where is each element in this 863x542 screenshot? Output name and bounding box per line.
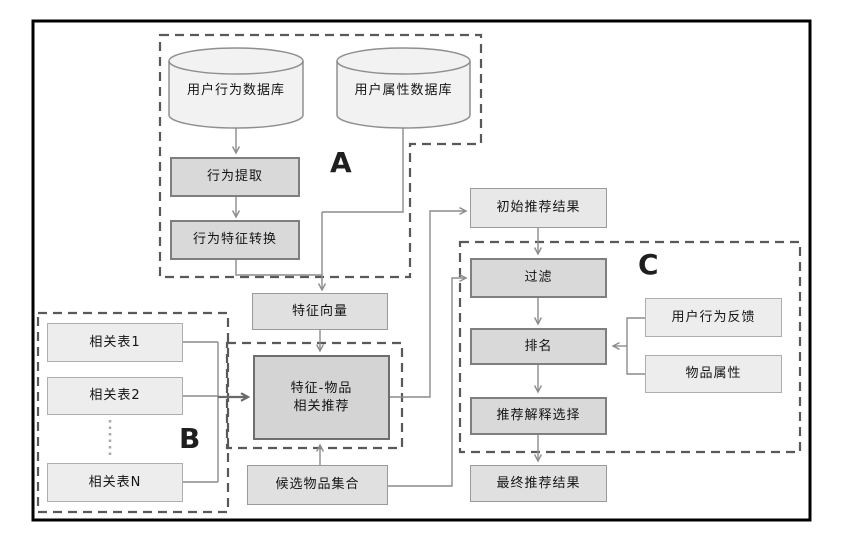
group-b-outline (36, 311, 230, 514)
node-feature-item-recommend: 特征-物品 相关推荐 (253, 355, 390, 440)
connectors (183, 128, 645, 487)
node-user-attr-db: 用户属性数据库 (354, 82, 453, 98)
group-c-outline (458, 240, 802, 454)
outer-frame (31, 19, 812, 522)
core-group-outline (225, 341, 404, 450)
node-behavior-extract: 行为提取 (170, 157, 300, 197)
node-feature-item-recommend-line1: 特征-物品 (290, 380, 353, 396)
node-behavior-feature-convert: 行为特征转换 (170, 220, 300, 260)
node-rel-table-2: 相关表2 (47, 377, 183, 415)
node-explain-select: 推荐解释选择 (470, 397, 607, 435)
group-a-outline (158, 33, 483, 279)
section-label-b: B (179, 422, 201, 455)
node-item-attr: 物品属性 (645, 355, 782, 393)
database-cylinder-user-behavior-icon (168, 47, 304, 129)
node-rel-table-n: 相关表N (47, 463, 183, 502)
node-rel-table-1: 相关表1 (47, 323, 183, 362)
database-cylinder-user-attr-icon (336, 47, 471, 129)
node-final-result: 最终推荐结果 (470, 465, 607, 502)
node-ranking: 排名 (470, 328, 607, 365)
node-user-feedback: 用户行为反馈 (645, 298, 782, 337)
node-user-behavior-db: 用户行为数据库 (186, 82, 285, 98)
node-feature-item-recommend-line2: 相关推荐 (293, 398, 350, 414)
section-label-c: C (638, 248, 659, 281)
node-filter: 过滤 (470, 258, 607, 298)
node-candidate-set: 候选物品集合 (247, 465, 388, 505)
node-initial-result: 初始推荐结果 (470, 188, 607, 228)
section-label-a: A (330, 146, 352, 179)
node-feature-vector: 特征向量 (252, 293, 388, 330)
